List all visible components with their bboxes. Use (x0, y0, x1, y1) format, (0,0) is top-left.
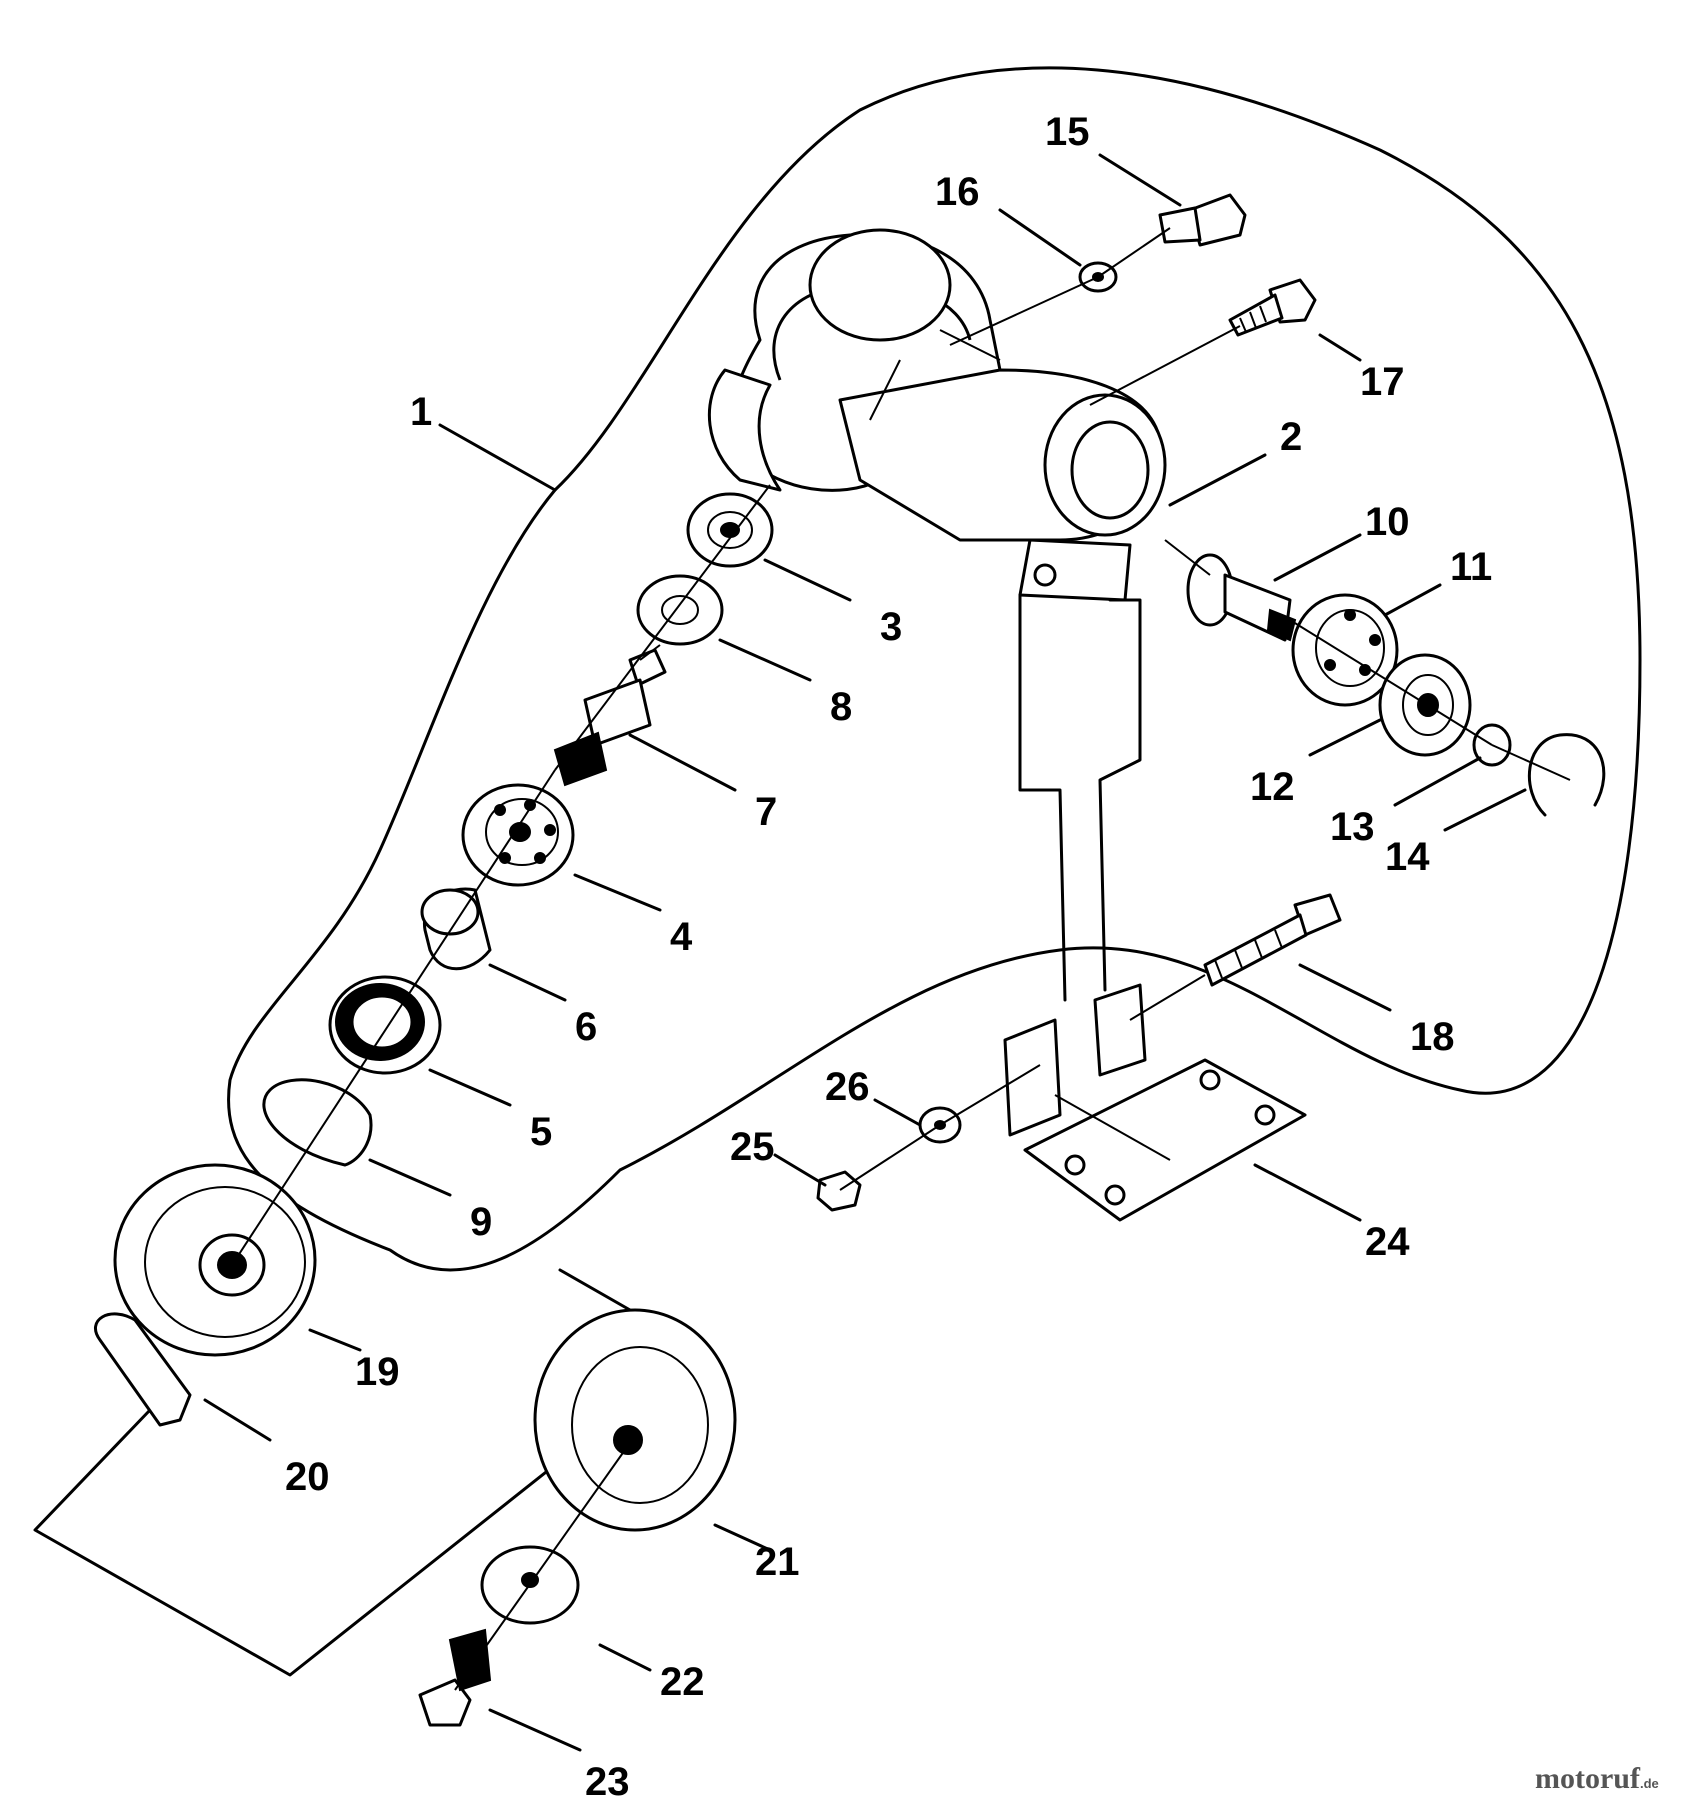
part-label-21: 21 (755, 1540, 800, 1584)
part-label-13: 13 (1330, 805, 1375, 849)
part-label-19: 19 (355, 1350, 400, 1394)
washer-part-8 (636, 574, 724, 646)
cup-part-19 (113, 1163, 317, 1357)
part-label-3: 3 (880, 605, 902, 649)
bearing-part-11 (1291, 593, 1399, 707)
part-label-15: 15 (1045, 110, 1090, 154)
watermark-suffix: .de (1640, 1776, 1659, 1791)
leader-lines (203, 153, 1527, 1752)
disc-part-21 (533, 1308, 737, 1532)
watermark: motoruf.de (1535, 1762, 1659, 1795)
circlip-part-9 (262, 1078, 373, 1167)
part-label-12: 12 (1250, 765, 1295, 809)
part-label-25: 25 (730, 1125, 775, 1169)
circlip-part-14 (1528, 733, 1606, 817)
part-label-1: 1 (410, 390, 432, 434)
seal-part-5 (328, 975, 442, 1075)
nut-part-25 (816, 1170, 862, 1212)
part-label-20: 20 (285, 1455, 330, 1499)
screw-part-18 (1203, 893, 1342, 987)
sleeve-part-6 (420, 887, 492, 971)
bearing-part-12 (1378, 653, 1472, 757)
part-label-11: 11 (1450, 545, 1492, 589)
part-label-4: 4 (670, 915, 693, 959)
part-label-5: 5 (530, 1110, 552, 1154)
bolt-part-15 (1158, 193, 1247, 247)
part-label-7: 7 (755, 790, 777, 834)
part-label-23: 23 (585, 1760, 630, 1800)
screw-part-17 (1228, 278, 1317, 337)
part-label-14: 14 (1385, 835, 1430, 879)
part-label-26: 26 (825, 1065, 870, 1109)
bolt-part-23 (418, 1628, 492, 1727)
bearing-part-3 (686, 492, 774, 568)
part-label-18: 18 (1410, 1015, 1455, 1059)
part-label-24: 24 (1365, 1220, 1410, 1264)
part-label-8: 8 (830, 685, 852, 729)
bracket-part-24 (1003, 983, 1307, 1222)
bearing-part-4 (461, 783, 575, 887)
watermark-brand: motoruf (1535, 1762, 1641, 1795)
part-label-9: 9 (470, 1200, 492, 1244)
part-label-17: 17 (1360, 360, 1405, 404)
part-label-22: 22 (660, 1660, 705, 1704)
key-part-20 (93, 1312, 192, 1427)
housing-to-base-guide (1018, 593, 1142, 1002)
assembly-axis-lines (231, 227, 1571, 1691)
part-labels: 1 2 3 4 5 6 7 8 9 10 11 12 13 14 15 16 1… (285, 110, 1492, 1800)
part-label-16: 16 (935, 170, 980, 214)
assembly-outline (227, 66, 1642, 1272)
part-label-6: 6 (575, 1005, 597, 1049)
part-label-2: 2 (1280, 415, 1302, 459)
shaft-part-7 (553, 644, 667, 787)
svg-text:motoruf.de: motoruf.de (1535, 1762, 1659, 1795)
gear-shaft-part-10 (1186, 553, 1297, 642)
gear-housing (707, 228, 1167, 602)
part-label-10: 10 (1365, 500, 1410, 544)
